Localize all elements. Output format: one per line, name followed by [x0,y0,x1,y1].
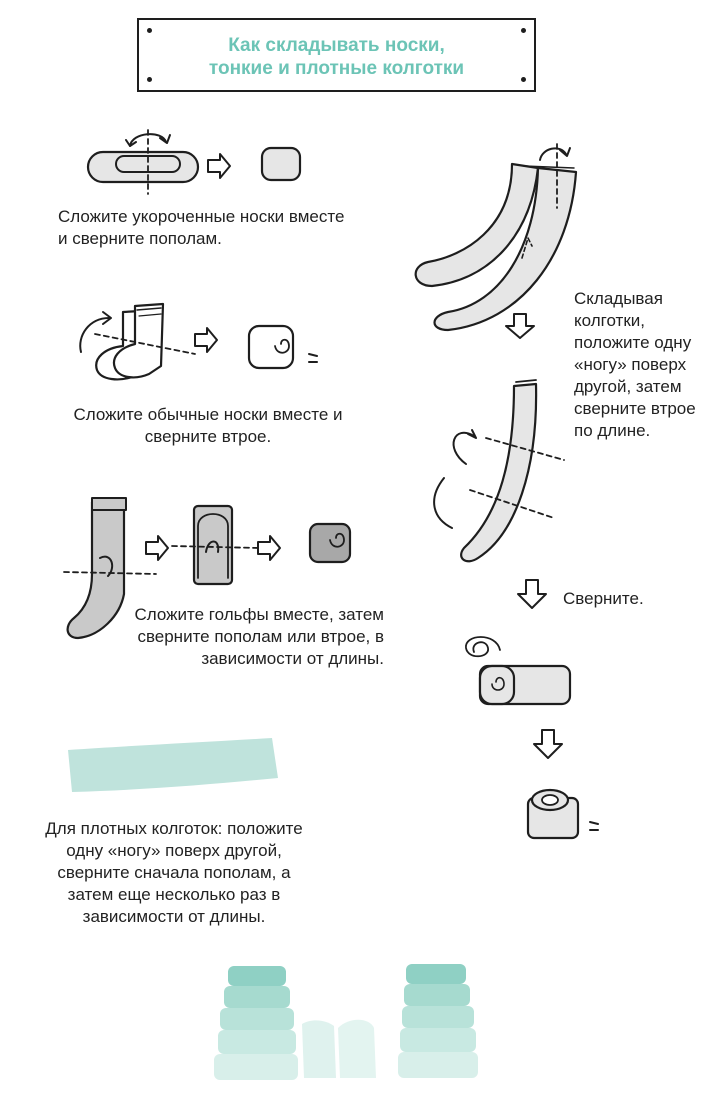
roll-caption: Сверните. [563,589,644,608]
thick-tights-caption: Для плотных колготок: положите одну «ног… [45,819,303,926]
thin-tights-caption: Складывая колготки, положите одну «ногу»… [574,289,696,440]
title-frame: Как складывать носки, тонкие и плотные к… [137,18,536,92]
short-socks-caption: Сложите укороченные носки вместе и сверн… [58,207,345,248]
page-title: Как складывать носки, тонкие и плотные к… [139,34,534,80]
knee-sock-folding-illustration [63,497,352,640]
knee-socks-caption: Сложите гольфы вместе, затем сверните по… [134,605,385,668]
final-roll-illustration [526,729,599,840]
regular-socks-caption: Сложите обычные носки вместе и сверните … [73,405,343,446]
thin-tights-folding-illustration [414,143,578,706]
mint-brush-stroke [68,738,278,792]
title-line-1: Как складывать носки, [228,35,445,56]
short-sock-folding-illustration [86,129,302,195]
title-line-2: тонкие и плотные колготки [208,58,465,79]
stacked-folded-items-decoration [214,964,478,1080]
regular-sock-folding-illustration [79,302,318,381]
